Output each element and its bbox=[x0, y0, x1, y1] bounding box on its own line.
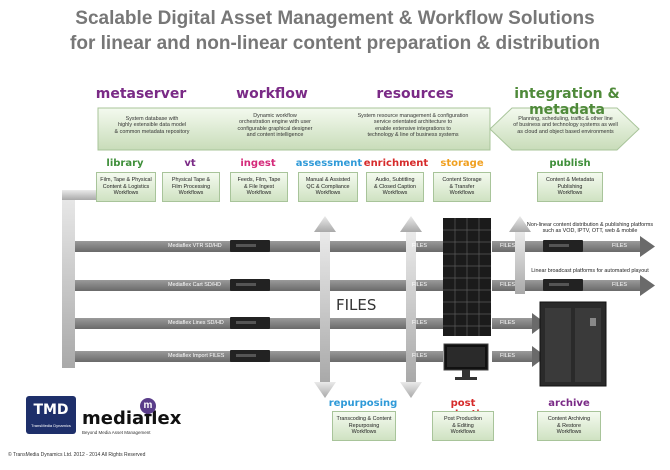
platform-linear: Linear broadcast platforms for automated… bbox=[531, 268, 649, 274]
line-label-vtr: Mediaflex VTR SD/HD bbox=[168, 243, 222, 249]
page-subtitle: for linear and non-linear content prepar… bbox=[70, 33, 600, 54]
category-title-ingest: ingest bbox=[240, 158, 276, 169]
storage-tower-icon bbox=[443, 218, 491, 336]
archive-cabinet-icon bbox=[539, 301, 607, 387]
category-title-library: library bbox=[106, 158, 144, 169]
files-tag: FILES bbox=[412, 320, 427, 326]
files-tag: FILES bbox=[412, 243, 427, 249]
category-title-repurposing: repurposing bbox=[328, 398, 398, 409]
category-title-storage: storage bbox=[440, 158, 484, 169]
mediaflex-mark-icon: m bbox=[140, 398, 156, 414]
category-title-enrichment: enrichment bbox=[363, 158, 429, 169]
files-tag: FILES bbox=[412, 353, 427, 359]
category-title-publish: publish bbox=[549, 158, 591, 169]
files-tag: FILES bbox=[612, 243, 627, 249]
line-label-cart: Mediaflex Cart SD/HD bbox=[168, 282, 222, 288]
mediaflex-logo: mediaflex bbox=[82, 408, 182, 429]
category-title-vt: vt bbox=[184, 158, 196, 169]
section-title-integration: integration & metadata bbox=[514, 86, 620, 118]
section-title-workflow: workflow bbox=[236, 86, 308, 102]
files-center-label: FILES bbox=[336, 296, 377, 314]
section-title-resources: resources bbox=[376, 86, 454, 102]
files-tag: FILES bbox=[500, 243, 515, 249]
copyright: © TransMedia Dynamics Ltd. 2012 - 2014 A… bbox=[8, 452, 146, 458]
category-title-assessment: assessment bbox=[295, 158, 363, 169]
banner-band bbox=[97, 107, 491, 151]
vertical-arrows bbox=[314, 216, 531, 398]
mediaflex-tagline: Beyond Media Asset Management bbox=[82, 430, 151, 435]
files-tag: FILES bbox=[500, 353, 515, 359]
line-label-lines: Mediaflex Lines SD/HD bbox=[168, 320, 224, 326]
section-title-metaserver: metaserver bbox=[95, 86, 187, 102]
library-spine bbox=[62, 190, 75, 368]
page-title: Scalable Digital Asset Management & Work… bbox=[75, 8, 595, 29]
banner-text-resources: System resource management & configurati… bbox=[357, 113, 469, 139]
integration-double-arrow bbox=[489, 107, 640, 151]
files-tag: FILES bbox=[612, 282, 627, 288]
tmd-logo: TMD TransMedia Dynamics bbox=[26, 396, 76, 434]
category-title-archive: archive bbox=[548, 398, 590, 409]
banner-text-integration: Planning, scheduling, traffic & other li… bbox=[513, 116, 618, 135]
line-label-import: Mediaflex Import FILES bbox=[168, 353, 225, 359]
files-tag: FILES bbox=[412, 282, 427, 288]
platform-nonlinear: Non-linear content distribution & publis… bbox=[526, 222, 654, 235]
monitor-icon bbox=[443, 343, 489, 380]
files-tag: FILES bbox=[500, 320, 515, 326]
files-tag: FILES bbox=[500, 282, 515, 288]
